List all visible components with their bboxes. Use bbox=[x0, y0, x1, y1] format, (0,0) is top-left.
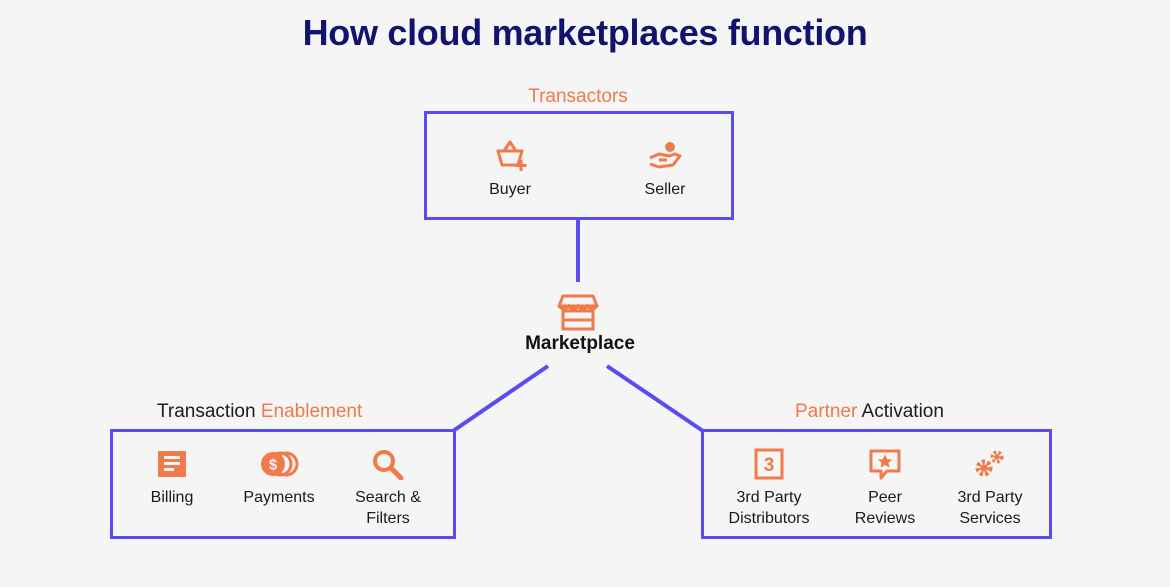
billing-label: Billing bbox=[150, 489, 194, 506]
magnifier-icon bbox=[373, 450, 404, 480]
transaction-enablement-box bbox=[110, 429, 456, 539]
buyer-label: Buyer bbox=[489, 181, 531, 198]
partner-activation-box bbox=[701, 429, 1052, 539]
billing-item: Billing bbox=[122, 448, 222, 508]
partner-activation-label: Partner Activation bbox=[795, 401, 944, 423]
search-filters-label-line1: Search & bbox=[355, 489, 421, 506]
peer-reviews-label-line1: Peer bbox=[868, 489, 902, 506]
number-three-icon: 3 bbox=[754, 448, 784, 480]
transactors-label: Transactors bbox=[528, 86, 628, 107]
basket-plus-icon bbox=[496, 140, 527, 171]
coins-icon: $ bbox=[261, 451, 299, 477]
services-label-line1: 3rd Party bbox=[957, 489, 1023, 506]
transactors-box bbox=[424, 111, 734, 220]
search-filters-item: Search & Filters bbox=[336, 448, 440, 529]
partner-activation-label-plain: Activation bbox=[861, 401, 944, 422]
star-review-icon bbox=[869, 449, 901, 480]
connector-right bbox=[605, 364, 705, 433]
search-filters-label-line2: Filters bbox=[366, 510, 410, 527]
distributors-label-line1: 3rd Party bbox=[736, 489, 802, 506]
services-item: 3rd Party Services bbox=[939, 448, 1041, 529]
buyer-item: Buyer bbox=[460, 138, 560, 200]
marketplace-label: Marketplace bbox=[525, 333, 635, 354]
payments-item: $ Payments bbox=[228, 448, 330, 508]
svg-text:$: $ bbox=[269, 457, 278, 474]
distributors-label-line2: Distributors bbox=[728, 510, 810, 527]
connector-left bbox=[451, 364, 550, 433]
peer-reviews-item: Peer Reviews bbox=[835, 448, 935, 529]
payments-label: Payments bbox=[243, 489, 315, 506]
transaction-enablement-label: Transaction Enablement bbox=[157, 401, 362, 423]
hand-coin-icon bbox=[649, 142, 682, 169]
distributors-item: 3 3rd Party Distributors bbox=[712, 448, 826, 529]
svg-text:3: 3 bbox=[764, 455, 775, 476]
transaction-enablement-label-plain: Transaction bbox=[157, 401, 256, 422]
transaction-enablement-label-accent: Enablement bbox=[260, 401, 363, 422]
seller-label: Seller bbox=[644, 181, 686, 198]
seller-item: Seller bbox=[615, 138, 715, 200]
peer-reviews-label-line2: Reviews bbox=[854, 510, 916, 527]
partner-activation-label-accent: Partner bbox=[795, 401, 858, 422]
services-label-line2: Services bbox=[959, 510, 1021, 527]
storefront-icon bbox=[557, 294, 599, 331]
page-title: How cloud marketplaces function bbox=[302, 12, 868, 53]
invoice-icon bbox=[158, 451, 186, 477]
gears-icon bbox=[975, 450, 1004, 477]
